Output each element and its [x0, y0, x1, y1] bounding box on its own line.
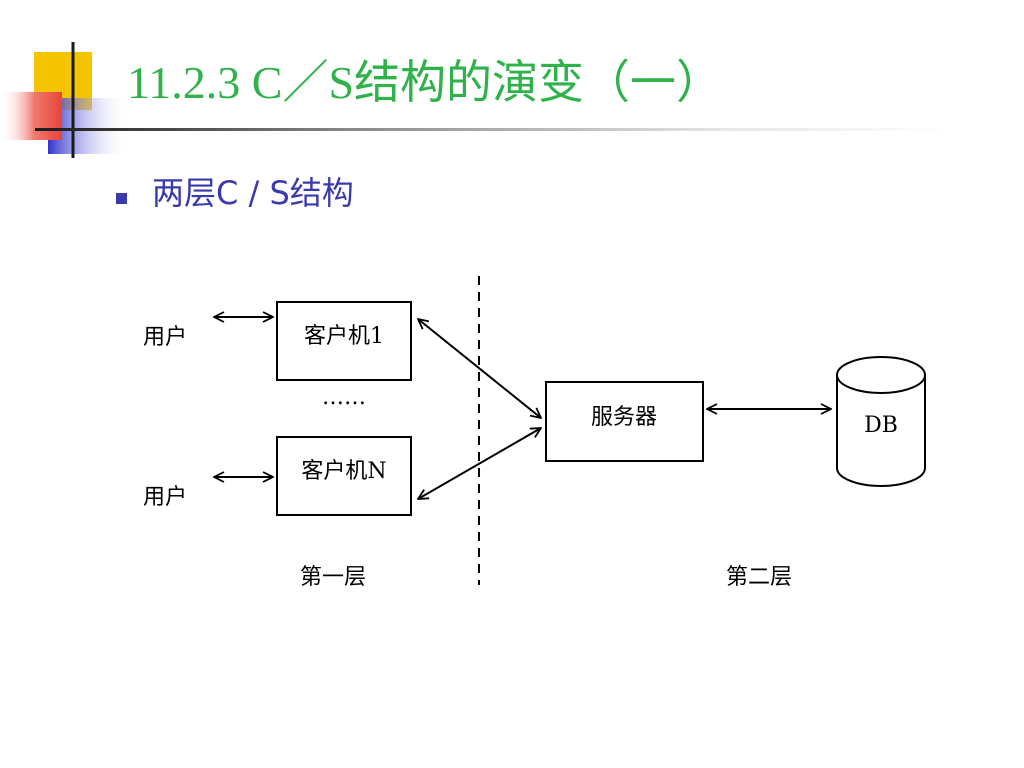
- arrow-client-bottom-server: [418, 428, 541, 499]
- title-underline: [35, 128, 955, 131]
- client-box-bottom: [276, 436, 412, 516]
- corner-decoration: [0, 42, 128, 158]
- db-label: DB: [864, 413, 898, 438]
- bullet-text: 两层C / S结构: [152, 174, 354, 212]
- user-label-top: 用户: [143, 325, 187, 350]
- server-label: 服务器: [591, 405, 657, 430]
- client-ellipsis: ……: [322, 385, 366, 410]
- slide-title: 11.2.3 C／S结构的演变（一）: [127, 57, 723, 108]
- client-label-bottom: 客户机N: [301, 459, 386, 484]
- database-cylinder: [836, 356, 926, 487]
- user-label-bottom: 用户: [143, 485, 187, 510]
- client-label-top: 客户机1: [304, 324, 384, 349]
- tier-two-label: 第二层: [726, 565, 792, 590]
- tier-one-label: 第一层: [300, 565, 366, 590]
- bullet-square: [116, 193, 127, 204]
- deco-red-square: [0, 92, 62, 140]
- client-box-top: [276, 301, 412, 381]
- arrow-client-top-server: [418, 319, 541, 418]
- server-box: [545, 381, 704, 462]
